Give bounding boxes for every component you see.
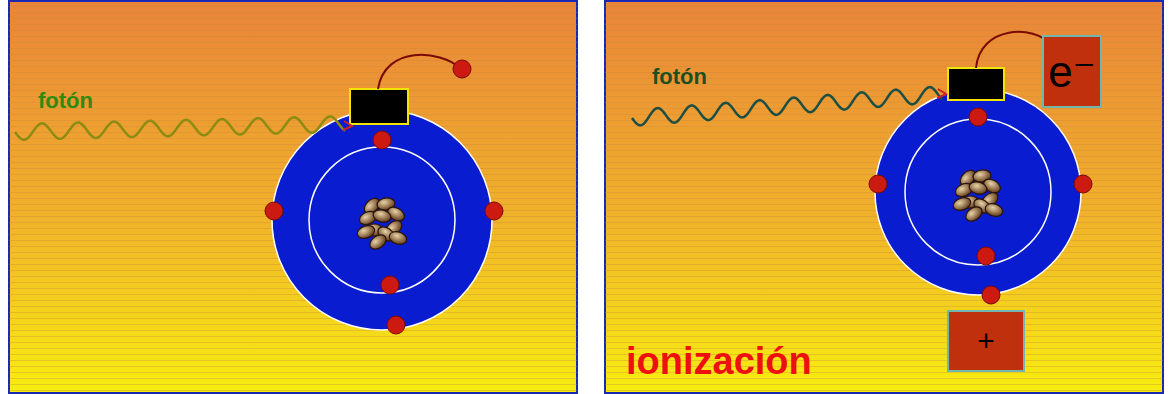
nucleus: [952, 167, 1005, 224]
electron: [982, 286, 1000, 304]
photon-label: fotón: [652, 66, 707, 88]
photon-wave: [15, 116, 345, 139]
electron: [485, 202, 503, 220]
photon-label: fotón: [38, 90, 93, 112]
electron: [977, 247, 995, 265]
outer-shell: [272, 110, 492, 330]
electron: [265, 202, 283, 220]
atom: [632, 32, 1092, 304]
ion-label: +: [977, 326, 995, 356]
nucleon: [367, 232, 389, 252]
electron: [387, 316, 405, 334]
impact-box: [948, 68, 1004, 100]
electron-label: e⁻: [1048, 50, 1096, 94]
ejection-arc: [378, 55, 460, 89]
ejection-arc: [976, 32, 1050, 68]
nucleon: [372, 208, 392, 224]
electron: [381, 276, 399, 294]
impact-mark: [343, 121, 352, 130]
photon-wave: [632, 87, 942, 125]
nucleon: [963, 204, 985, 224]
impact-box: [350, 89, 408, 124]
ejected-electron: [453, 60, 471, 78]
electron: [1074, 175, 1092, 193]
process-title: ionización: [626, 342, 812, 380]
ion-box: e⁻: [1042, 35, 1102, 108]
inner-shell: [309, 147, 455, 293]
outer-shell: [875, 89, 1081, 295]
nucleon: [968, 180, 988, 196]
panel-texture: [605, 1, 1163, 393]
electron: [373, 131, 391, 149]
panel: [9, 1, 577, 393]
electron: [869, 175, 887, 193]
panel: [605, 1, 1163, 393]
electron: [969, 108, 987, 126]
inner-shell: [905, 119, 1051, 265]
panel-texture: [9, 1, 577, 393]
atom: [15, 55, 503, 334]
ion-box: +: [947, 310, 1025, 372]
nucleon: [388, 230, 409, 247]
nucleus: [356, 195, 409, 252]
impact-mark: [937, 89, 946, 98]
nucleon: [984, 202, 1005, 219]
